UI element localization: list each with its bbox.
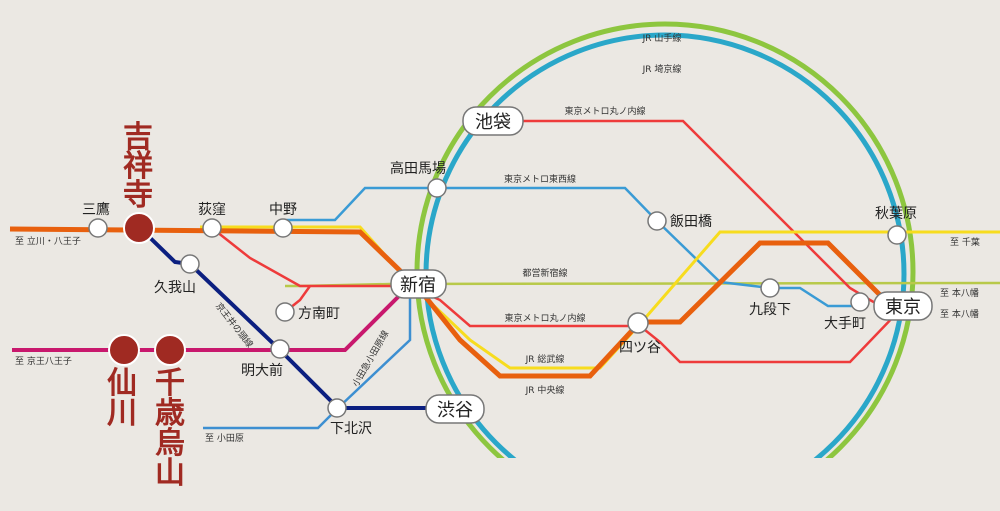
- shimokitazawa-label: 下北沢: [330, 421, 372, 437]
- shimokitazawa-marker[interactable]: [327, 398, 347, 418]
- shinjuku-line-label: 都営新宿線: [522, 267, 567, 279]
- tokyo-label: 東京: [885, 297, 921, 318]
- kugayama-marker[interactable]: [180, 254, 200, 274]
- marunouchi-mid-label: 東京メトロ丸ノ内線: [504, 312, 585, 324]
- chitose-karasuyama-label: 千歳烏山: [155, 366, 185, 491]
- akihabara-label: 秋葉原: [875, 206, 917, 222]
- kudanshita-label: 九段下: [749, 302, 791, 318]
- ikebukuro-box[interactable]: [462, 106, 524, 136]
- tokyo-box[interactable]: [873, 291, 933, 321]
- iidabashi-marker[interactable]: [647, 211, 667, 231]
- mitaka-label: 三鷹: [82, 202, 110, 218]
- kichijoji-label: 吉祥寺: [123, 120, 153, 213]
- meidaimae-label: 明大前: [241, 362, 283, 379]
- tozai-label: 東京メトロ東西線: [504, 173, 576, 185]
- shinjuku-label: 新宿: [400, 275, 436, 296]
- dest-tachikawa: 至 立川・八王子: [15, 235, 81, 247]
- sengawa-marker[interactable]: [108, 334, 140, 366]
- dest-motoyawata-1: 至 本八幡: [940, 287, 979, 299]
- nakano-label: 中野: [269, 202, 297, 218]
- honancho-marker[interactable]: [275, 302, 295, 322]
- marunouchi-line: [211, 119, 899, 364]
- ogikubo-marker[interactable]: [202, 218, 222, 238]
- ikebukuro-label: 池袋: [475, 112, 511, 133]
- honancho-label: 方南町: [298, 306, 340, 322]
- chuo-label: JR 中央線: [525, 384, 565, 396]
- dest-motoyawata-2: 至 本八幡: [940, 308, 979, 320]
- otemachi-marker[interactable]: [850, 292, 870, 312]
- otemachi-label: 大手町: [824, 316, 866, 332]
- meidaimae-marker[interactable]: [270, 339, 290, 359]
- yamanote-label: JR 山手線: [642, 32, 682, 44]
- chitose-karasuyama-marker[interactable]: [154, 334, 186, 366]
- takadanobaba-marker[interactable]: [427, 178, 447, 198]
- marunouchi-top-label: 東京メトロ丸ノ内線: [564, 105, 645, 117]
- ogikubo-label: 荻窪: [198, 201, 226, 218]
- sengawa-label: 仙川: [107, 366, 137, 431]
- inokashira-line: [138, 226, 430, 410]
- shinjuku-box[interactable]: [390, 269, 447, 299]
- kichijoji-marker[interactable]: [123, 212, 155, 244]
- dest-chiba: 至 千葉: [950, 236, 980, 248]
- saikyo-label: JR 埼京線: [642, 63, 682, 75]
- iidabashi-label: 飯田橋: [670, 213, 712, 230]
- nakano-marker[interactable]: [273, 218, 293, 238]
- shibuya-label: 渋谷: [437, 400, 473, 421]
- kugayama-label: 久我山: [154, 280, 196, 296]
- shibuya-box[interactable]: [425, 394, 485, 424]
- sobu-label: JR 総武線: [525, 353, 565, 365]
- keio-line: [12, 288, 407, 352]
- kudanshita-marker[interactable]: [760, 278, 780, 298]
- takadanobaba-label: 高田馬場: [390, 160, 446, 177]
- dest-keio-hachioji: 至 京王八王子: [15, 355, 72, 367]
- dest-odawara: 至 小田原: [205, 433, 244, 444]
- mitaka-marker[interactable]: [88, 218, 108, 238]
- akihabara-marker[interactable]: [887, 225, 907, 245]
- yotsuya-label: 四ツ谷: [619, 340, 661, 356]
- yotsuya-marker[interactable]: [627, 312, 649, 334]
